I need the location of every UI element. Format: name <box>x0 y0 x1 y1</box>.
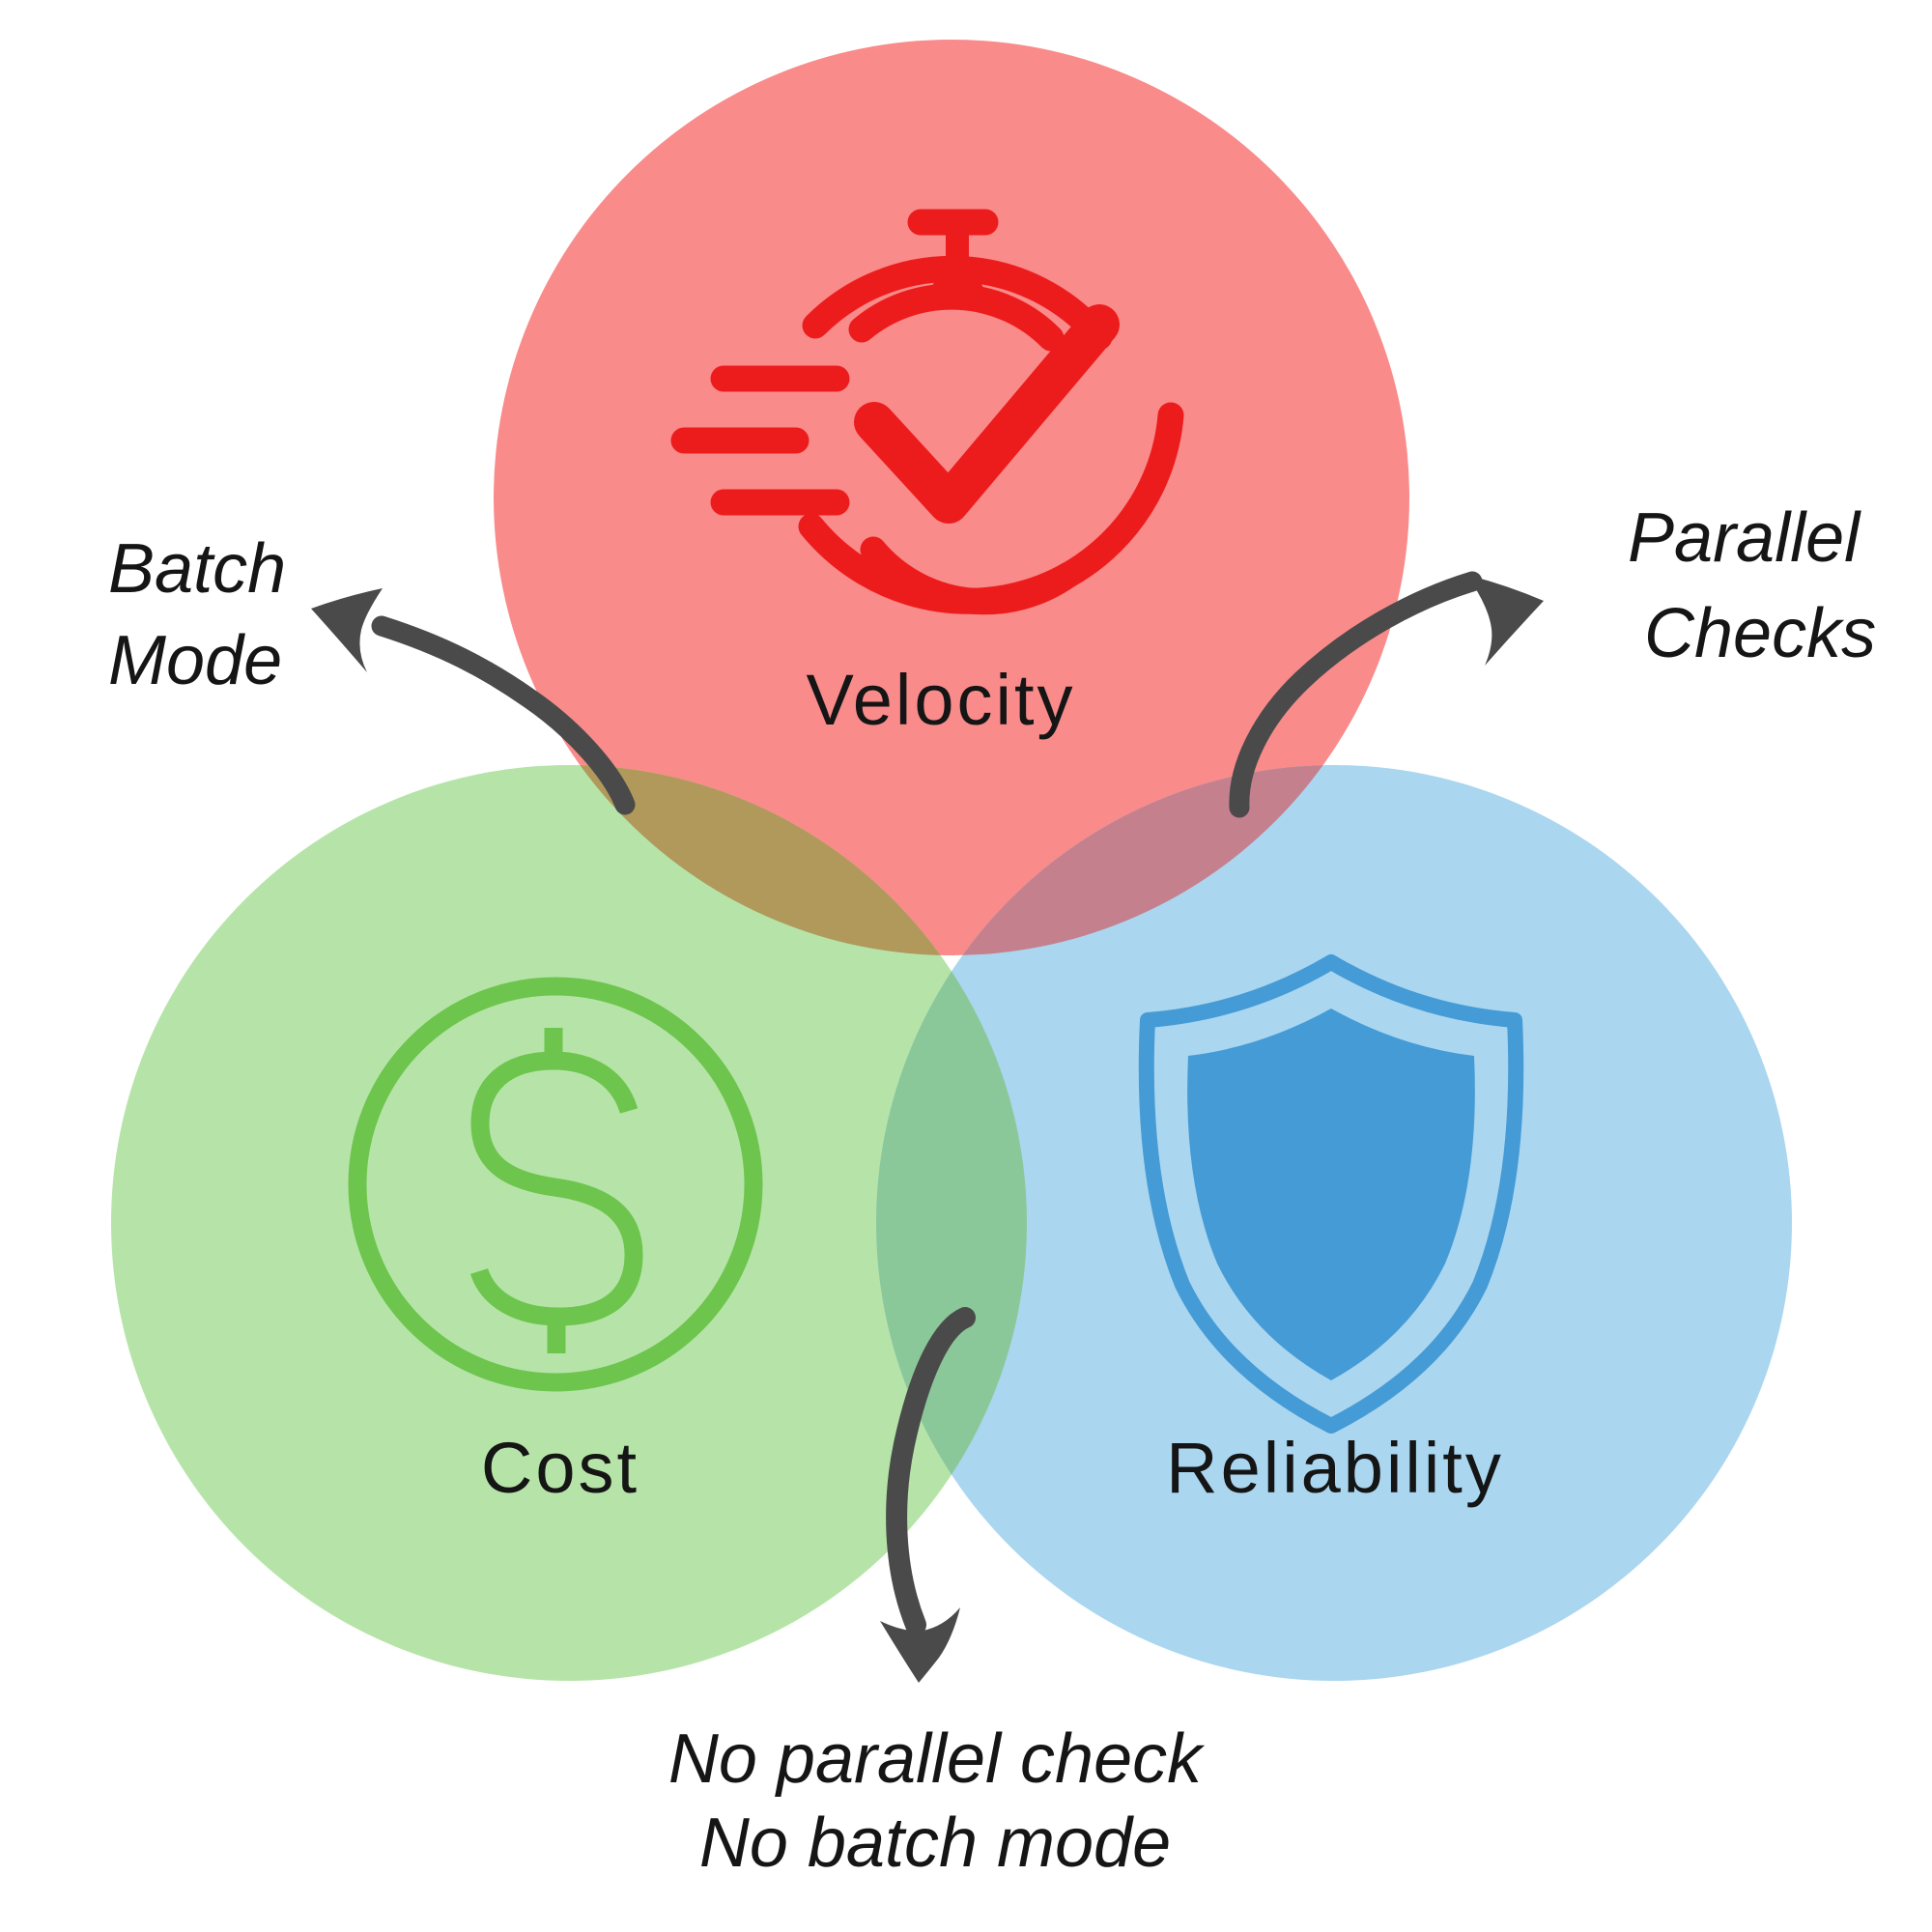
dollar-coin-ring <box>348 977 763 1392</box>
tradeoff-annotation-line2: No batch mode <box>699 1804 1171 1882</box>
tradeoff-arrowhead-icon <box>880 1607 960 1683</box>
dollar-coin-icon <box>348 977 763 1392</box>
reliability-label: Reliability <box>1166 1428 1504 1508</box>
stopwatch-outer-top-arc <box>802 255 1113 351</box>
parallel-checks-arrow <box>1229 571 1544 818</box>
cost-label: Cost <box>481 1428 639 1508</box>
batch-mode-arrow-body <box>371 615 636 815</box>
parallel-checks-annotation-line2: Checks <box>1644 595 1876 672</box>
stopwatch-inner-top-arc <box>848 283 1065 352</box>
checkmark-icon <box>854 304 1120 524</box>
parallel-checks-arrowhead-icon <box>1466 575 1544 666</box>
shield-fill <box>1187 1009 1475 1380</box>
cost-circle <box>111 765 1027 1681</box>
batch-mode-arrow <box>311 588 636 815</box>
parallel-checks-arrow-body <box>1229 571 1483 818</box>
tradeoff-arrow <box>880 1307 976 1683</box>
tradeoff-arrow-body <box>886 1307 976 1635</box>
velocity-label: Velocity <box>806 660 1075 740</box>
parallel-checks-annotation-line1: Parallel <box>1628 499 1861 577</box>
batch-mode-arrowhead-icon <box>311 588 383 672</box>
shield-icon <box>1138 954 1524 1434</box>
tradeoff-annotation-line1: No parallel check <box>668 1720 1206 1798</box>
stopwatch-inner-bottom-arc <box>860 536 1082 615</box>
stopwatch-check-icon <box>670 209 1184 615</box>
shield-outline <box>1138 954 1524 1434</box>
batch-mode-annotation-line1: Batch <box>108 530 286 608</box>
batch-mode-annotation-line2: Mode <box>108 622 282 699</box>
